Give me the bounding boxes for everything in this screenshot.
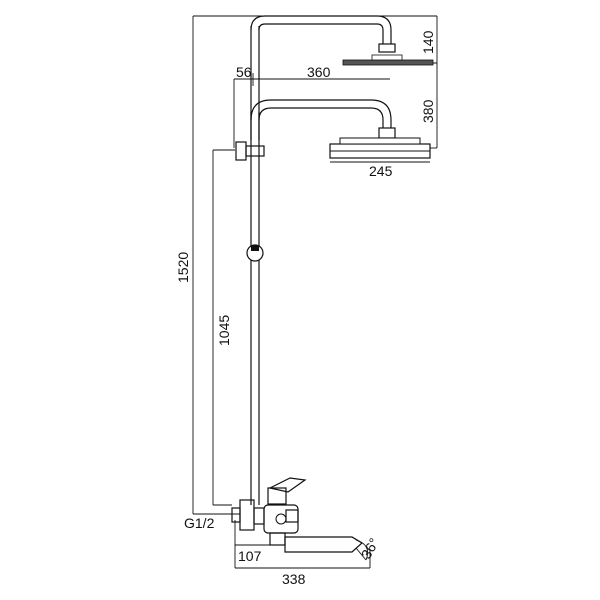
dimension-label-338: 338	[282, 571, 306, 587]
dimension-label-1045: 1045	[216, 315, 232, 346]
inlet-nut	[231, 507, 241, 523]
angle-line	[355, 547, 367, 561]
dimension-label-380: 380	[420, 99, 436, 123]
mixer-joint	[253, 507, 265, 525]
top-shower-arm-inner	[258, 23, 384, 44]
wall-bracket-arm	[245, 145, 265, 157]
top-head-mount	[371, 54, 403, 61]
dimension-label-140: 140	[420, 30, 436, 54]
slider-clip	[251, 245, 259, 251]
lower-arm-connector	[378, 127, 396, 139]
spout-neck	[269, 532, 286, 546]
top-shower-arm-outer	[250, 15, 392, 44]
shower-head-top	[339, 137, 421, 145]
dimension-label-g12: G1/2	[184, 515, 215, 531]
dimension-label-angle: 36°	[358, 535, 382, 561]
dimension-label-107: 107	[238, 548, 262, 564]
top-shower-head	[342, 59, 434, 66]
dimension-label-1520: 1520	[175, 252, 191, 283]
mixer-cartridge	[275, 513, 287, 525]
spout-body	[284, 536, 364, 553]
wall-bracket-plate	[235, 141, 247, 161]
diverter-base	[267, 487, 287, 505]
right-valve-cap	[285, 509, 299, 523]
lower-shower-arm-inner	[258, 107, 384, 128]
top-arm-connector	[378, 43, 396, 53]
lower-shower-arm-outer	[250, 99, 392, 128]
dimension-label-56: 56	[236, 64, 252, 80]
angle-arc	[355, 539, 369, 561]
mixer-lever	[268, 477, 307, 493]
inlet-fitting	[239, 499, 255, 531]
dimension-label-360: 360	[307, 64, 331, 80]
dimension-label-245: 245	[369, 163, 393, 179]
